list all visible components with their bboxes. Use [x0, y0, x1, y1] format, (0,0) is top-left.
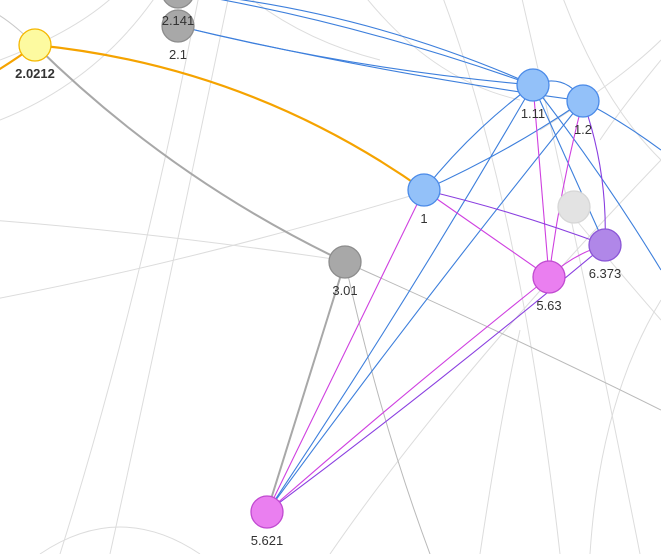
- edge-1-6.373: [423, 189, 606, 246]
- offscreen-edge: [220, 0, 534, 86]
- background-edge: [0, 0, 110, 61]
- edge-2.141-1.11: [239, 0, 534, 86]
- background-edge: [479, 329, 521, 554]
- node-3.01[interactable]: [328, 245, 362, 279]
- node-label-1.11: 1.11: [521, 106, 545, 121]
- edge-2.0212-1: [34, 43, 425, 191]
- node-2.141[interactable]: [162, 0, 194, 9]
- node-label-3.01: 3.01: [332, 283, 357, 298]
- background-edge: [563, 0, 661, 161]
- node-5.63[interactable]: [532, 260, 566, 294]
- edge-1-5.63: [423, 189, 550, 278]
- edge-1.2-5.63: [548, 100, 584, 278]
- edge-2.0212-3.01: [34, 44, 346, 263]
- background-edge: [0, 189, 431, 299]
- node-labels: 2.0212 2.141 2.1 1.11 1.2 1 6.373 5.63 3.01 5.621: [15, 13, 621, 548]
- node-label-5.63: 5.63: [536, 298, 561, 313]
- background-edge: [251, 0, 381, 61]
- background-edge: [367, 0, 521, 101]
- node-1[interactable]: [407, 173, 441, 207]
- node-1.2[interactable]: [566, 84, 600, 118]
- graph-nodes: [18, 0, 622, 529]
- edge-1.2-6.373: [582, 100, 606, 246]
- node-label-6.373: 6.373: [589, 266, 622, 281]
- node-label-2.1: 2.1: [169, 47, 187, 62]
- edge-1.11-5.621: [266, 84, 534, 513]
- edge-1-1.11: [423, 84, 534, 191]
- edge-1-1.2: [423, 100, 584, 191]
- node-1.11[interactable]: [516, 68, 550, 102]
- edge-1-5.621: [266, 189, 425, 513]
- background-edge: [39, 526, 201, 554]
- node-label-2.141: 2.141: [162, 13, 195, 28]
- background-edge: [0, 220, 341, 261]
- node-label-1.2: 1.2: [574, 122, 592, 137]
- node-label-1: 1: [420, 211, 427, 226]
- background-edge: [109, 0, 229, 554]
- background-edge: [0, 0, 154, 121]
- edge-2.1-1.11: [177, 25, 534, 86]
- node-6.373[interactable]: [588, 228, 622, 262]
- background-edge: [344, 261, 661, 411]
- node-faded[interactable]: [557, 190, 591, 224]
- highlighted-edges: [34, 0, 606, 513]
- background-edge: [329, 159, 661, 554]
- background-edge: [589, 299, 661, 554]
- edge-1.11-6.373: [532, 84, 606, 246]
- background-edge: [59, 0, 199, 554]
- edge-1.2-5.621: [266, 100, 584, 513]
- edge-1.11-5.63: [532, 84, 550, 278]
- edge-5.63-5.621: [266, 276, 550, 513]
- offscreen-edge: [532, 84, 661, 271]
- node-label-5.621: 5.621: [251, 533, 284, 548]
- node-label-2.0212: 2.0212: [15, 66, 55, 81]
- background-edge: [443, 0, 561, 554]
- background-edge: [539, 39, 661, 131]
- node-2.0212[interactable]: [18, 28, 52, 62]
- node-5.621[interactable]: [250, 495, 284, 529]
- background-edge: [521, 0, 641, 554]
- node-2.1[interactable]: [161, 9, 195, 43]
- edge-3.01-5.621: [266, 261, 346, 513]
- background-edge: [344, 261, 431, 554]
- background-edge: [599, 59, 661, 141]
